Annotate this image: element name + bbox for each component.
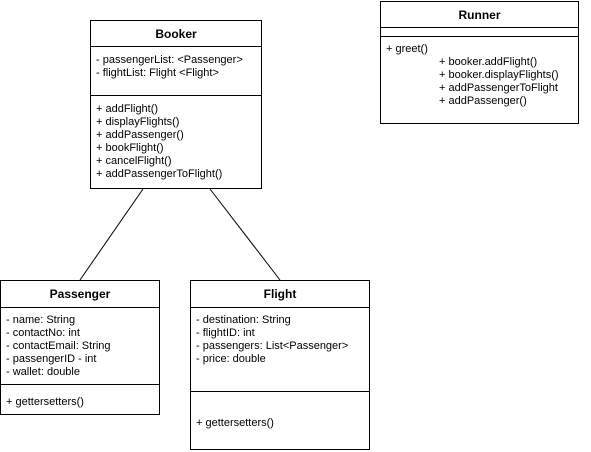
- attribute: - contactNo: int: [6, 327, 80, 339]
- attributes-section: - passengerList: <Passenger> - flightLis…: [91, 47, 261, 95]
- methods-section: + greet() + booker.addFlight() + booker.…: [381, 36, 578, 123]
- method: + addPassenger(): [96, 129, 184, 141]
- class-name: Passenger: [1, 281, 159, 308]
- class-name: Booker: [91, 21, 261, 47]
- attribute: - destination: String: [196, 314, 291, 326]
- method: + booker.displayFlights(): [439, 69, 559, 81]
- methods-section: + addFlight() + displayFlights() + addPa…: [91, 95, 261, 188]
- attribute: - wallet: double: [6, 366, 80, 378]
- method: + bookFlight(): [96, 142, 164, 154]
- booker-flight-association: [209, 188, 281, 281]
- method: + gettersetters(): [196, 417, 274, 429]
- attributes-section: - destination: String - flightID: int - …: [191, 308, 369, 391]
- attribute: - name: String: [6, 314, 76, 326]
- method: + booker.addFlight(): [439, 56, 538, 68]
- method: + greet(): [386, 43, 428, 55]
- method: + gettersetters(): [6, 396, 84, 408]
- class-flight[interactable]: Flight - destination: String - flightID:…: [190, 280, 370, 450]
- method: + addPassenger(): [439, 95, 527, 107]
- methods-section: + gettersetters(): [191, 391, 369, 449]
- attribute: - contactEmail: String: [6, 340, 111, 352]
- attribute: - passengerList: <Passenger>: [96, 54, 243, 66]
- method: + displayFlights(): [96, 116, 180, 128]
- method: + addFlight(): [96, 103, 159, 115]
- methods-section: + gettersetters(): [1, 384, 159, 414]
- class-passenger[interactable]: Passenger - name: String - contactNo: in…: [0, 280, 160, 415]
- class-name: Runner: [381, 2, 578, 28]
- method: + addPassengerToFlight: [439, 82, 558, 94]
- attribute: - passengerID - int: [6, 353, 97, 365]
- attribute: - passengers: List<Passenger>: [196, 340, 349, 352]
- booker-passenger-association: [79, 188, 144, 281]
- attribute: - price: double: [196, 353, 266, 365]
- class-booker[interactable]: Booker - passengerList: <Passenger> - fl…: [90, 20, 262, 189]
- attributes-section: - name: String - contactNo: int - contac…: [1, 308, 159, 384]
- class-runner[interactable]: Runner + greet() + booker.addFlight() + …: [380, 1, 579, 124]
- attribute: - flightList: Flight <Flight>: [96, 67, 219, 79]
- method: + cancelFlight(): [96, 155, 172, 167]
- attributes-section: [381, 28, 578, 36]
- attribute: - flightID: int: [196, 327, 255, 339]
- method: + addPassengerToFlight(): [96, 168, 223, 180]
- class-name: Flight: [191, 281, 369, 308]
